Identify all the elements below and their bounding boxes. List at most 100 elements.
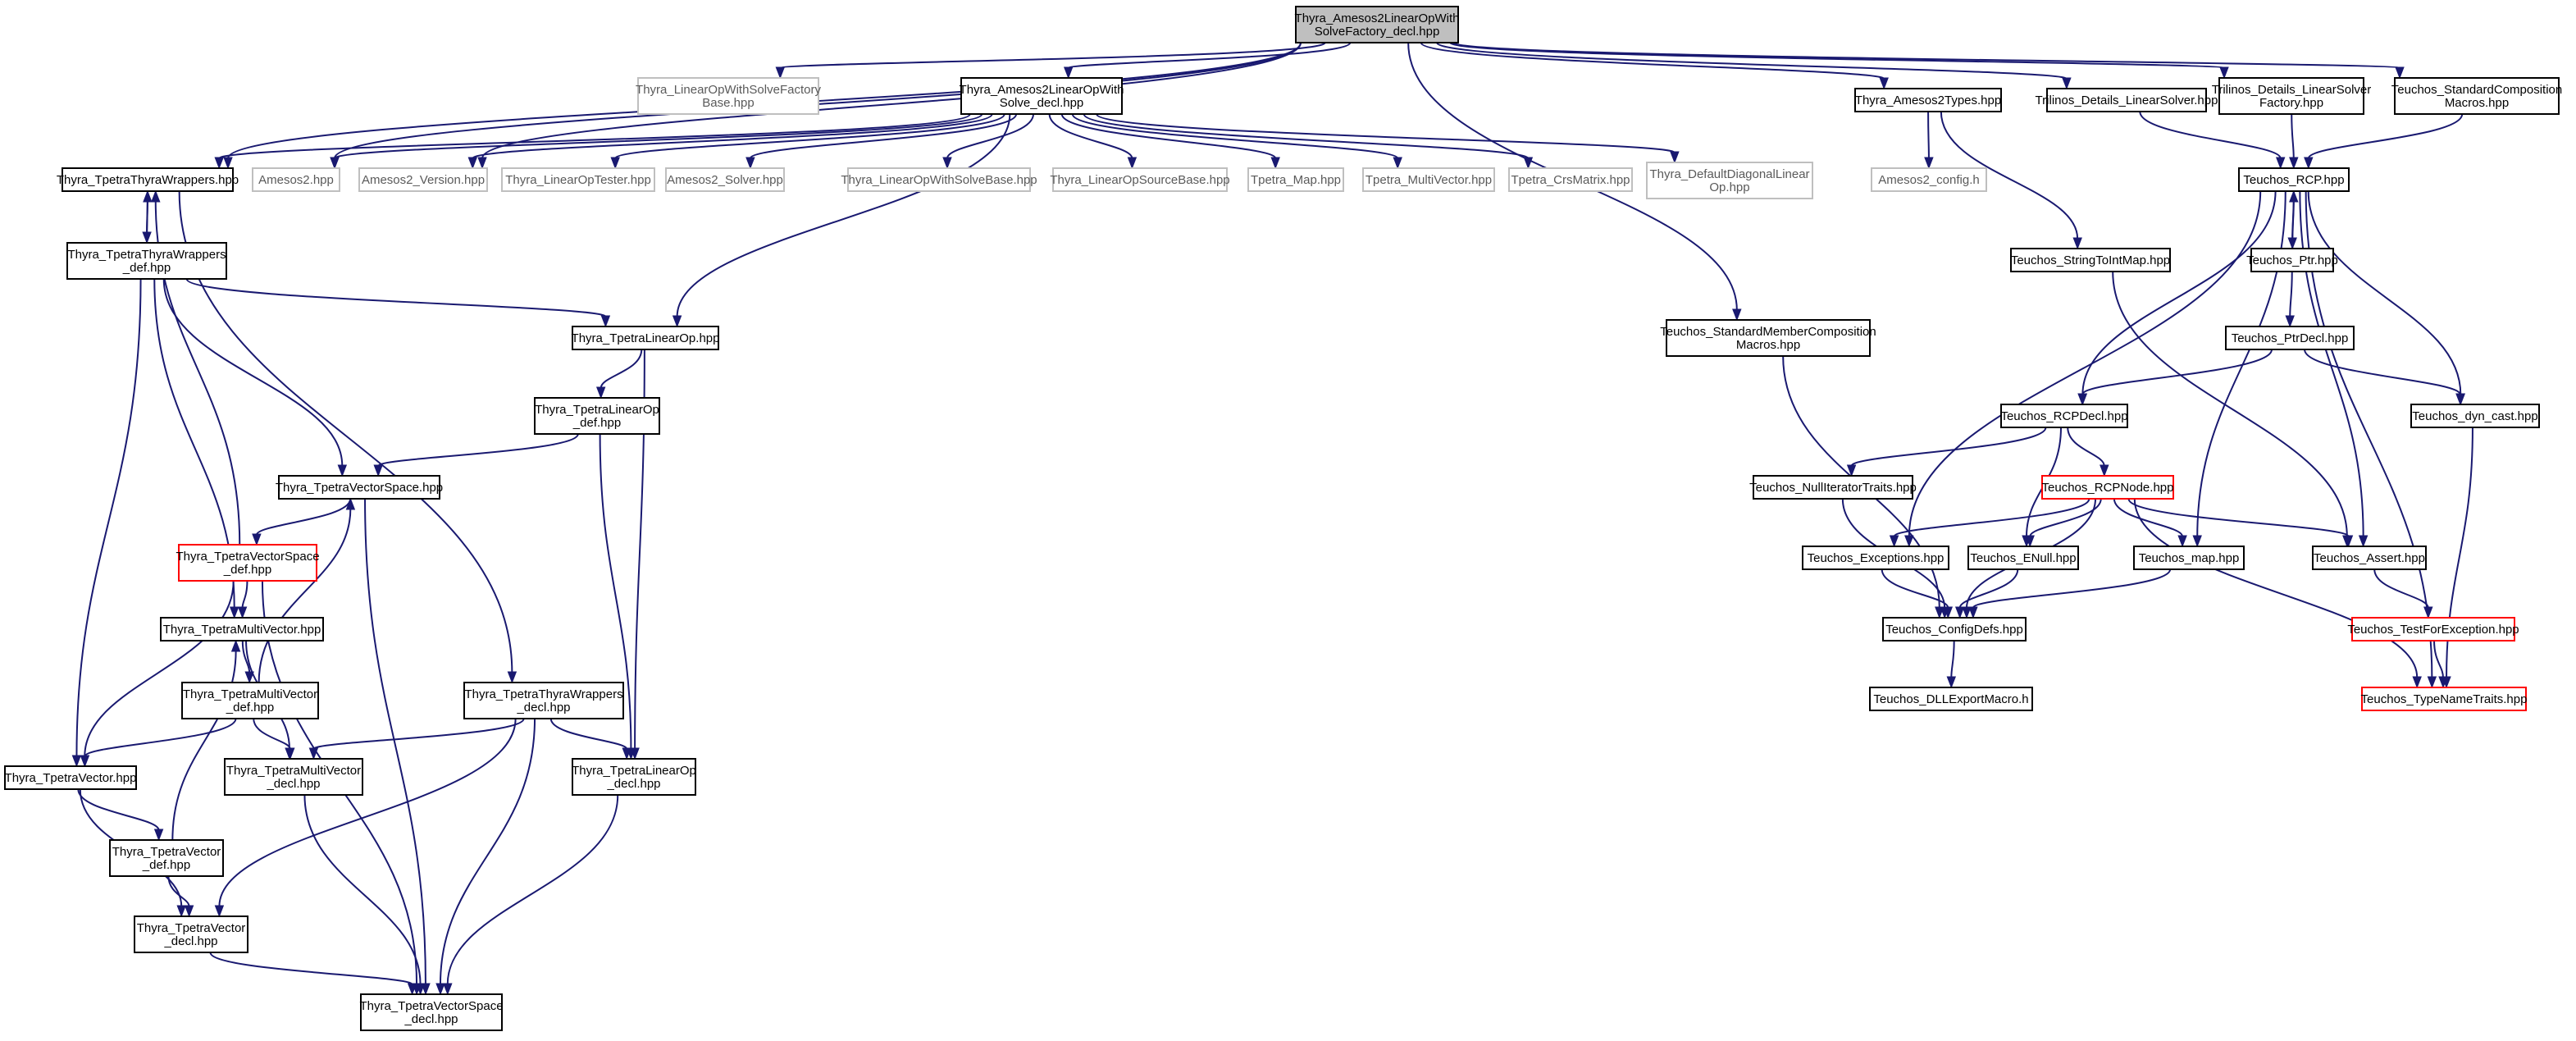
edge-arrowhead [214,905,225,918]
edge-arrowhead [285,747,295,760]
edge-tscm-to-rcp [2307,113,2464,159]
node-thyra-tpetravector-hpp[interactable]: Thyra_TpetraVector.hpp [4,765,137,790]
node-thyra-tpetravector-def-hpp[interactable]: Thyra_TpetraVector_def.hpp [109,839,224,877]
node-teuchos-nulliteratortraits-hpp[interactable]: Teuchos_NullIteratorTraits.hpp [1749,475,1917,500]
node-thyra-tpetravector-decl-hpp[interactable]: Thyra_TpetraVector_decl.hpp [134,915,248,953]
edge-arrowhead [1732,308,1742,322]
node-label: Thyra_TpetraVectorSpace [176,550,319,564]
node-tpetra-multivector-hpp[interactable]: Tpetra_MultiVector.hpp [1362,167,1495,192]
node-box [224,758,363,796]
edge-tlodecl-to-tvsdecl [446,794,619,985]
edge-arrowhead [1904,535,1914,548]
edge-tdls-to-rcp [2139,111,2282,159]
node-thyra-tpetralinearop-hpp[interactable]: Thyra_TpetraLinearOp.hpp [572,326,720,350]
graph-nodes: Thyra_Amesos2LinearOpWithSolveFactory_de… [4,6,2562,1031]
edge-ttwdef-to-tlo [185,278,607,317]
edge-arrowhead [308,747,319,760]
node-teuchos-dllexportmacro-h[interactable]: Teuchos_DLLExportMacro.h [1869,687,2033,711]
edge-rcpdecl-to-nullit [1850,427,2047,467]
edge-rcp-to-exceptions [1908,190,2262,537]
node-teuchos-rcpnode-hpp[interactable]: Teuchos_RCPNode.hpp [2041,475,2174,500]
edge-a2lowsdecl-to-ttw [218,113,971,159]
node-label: Thyra_TpetraThyraWrappers [67,248,226,262]
edge-ptrdecl-to-dyncast [2304,349,2461,395]
node-box [1362,167,1495,192]
edge-arrowhead [143,189,153,203]
node-amesos2-solver-hpp[interactable]: Amesos2_Solver.hpp [665,167,785,192]
node-thyra-tpetramultivector-def-hpp[interactable]: Thyra_TpetraMultiVector_def.hpp [181,682,319,719]
node-teuchos-configdefs-hpp[interactable]: Teuchos_ConfigDefs.hpp [1882,617,2027,641]
node-tpetra-map-hpp[interactable]: Tpetra_Map.hpp [1247,167,1344,192]
edge-tlodef-to-tlodecl [599,433,632,750]
node-label: _def.hpp [142,858,190,872]
node-thyra-tpetralinearop-def-hpp[interactable]: Thyra_TpetraLinearOp_def.hpp [534,397,660,435]
edge-arrowhead [2289,157,2299,170]
node-teuchos-standardmembercompositionmacros-hpp[interactable]: Teuchos_StandardMemberCompositionMacros.… [1660,319,1876,357]
node-teuchos-testforexception-hpp[interactable]: Teuchos_TestForException.hpp [2347,617,2519,641]
node-thyra-tpetramultivector-decl-hpp[interactable]: Thyra_TpetraMultiVector_decl.hpp [224,758,363,796]
edge-arrowhead [2455,393,2465,406]
node-label: _decl.hpp [163,934,217,948]
node-thyra-tpetravectorspace-def-hpp[interactable]: Thyra_TpetraVectorSpace_def.hpp [176,544,320,582]
edge-arrowhead [2395,66,2405,80]
edge-arrowhead [71,755,82,768]
edge-enull-to-configdefs [1958,568,2019,609]
edge-root-to-tdls [1436,42,2068,80]
edge-arrowhead [407,983,417,996]
node-teuchos-rcp-hpp[interactable]: Teuchos_RCP.hpp [2238,167,2350,192]
node-teuchos-typenametraits-hpp[interactable]: Teuchos_TypeNameTraits.hpp [2361,687,2528,711]
node-box [1802,546,1949,570]
node-label: Thyra_LinearOpTester.hpp [505,173,651,187]
node-teuchos-assert-hpp[interactable]: Teuchos_Assert.hpp [2312,546,2427,570]
edge-tmvdef-to-tvs [258,508,352,683]
edge-arrowhead [775,66,786,80]
node-label: Thyra_Amesos2Types.hpp [1855,94,2001,107]
node-thyra-amesos2types-hpp[interactable]: Thyra_Amesos2Types.hpp [1854,88,2002,112]
node-thyra-tpetravectorspace-decl-hpp[interactable]: Thyra_TpetraVectorSpace_decl.hpp [359,993,504,1031]
edge-root-to-amesos2ver [481,42,1302,159]
node-thyra-linearopwithsolvebase-hpp[interactable]: Thyra_LinearOpWithSolveBase.hpp [841,167,1037,192]
node-amesos2-hpp[interactable]: Amesos2.hpp [252,167,340,192]
edge-a2lowsdecl-to-amesos2ver [472,113,993,159]
node-label: Thyra_TpetraVector.hpp [5,771,137,785]
node-thyra-tpetrathyrawrappers-def-hpp[interactable]: Thyra_TpetraThyraWrappers_def.hpp [66,242,227,280]
node-thyra-tpetrathyrawrappers-decl-hpp[interactable]: Thyra_TpetraThyraWrappers_decl.hpp [463,682,624,719]
node-thyra-linearoptester-hpp[interactable]: Thyra_LinearOpTester.hpp [501,167,655,192]
edge-arrowhead [467,157,478,170]
node-box [1882,617,2027,641]
node-box [2010,248,2171,272]
node-label: Teuchos_RCPDecl.hpp [2000,409,2127,423]
node-teuchos-stringtointmap-hpp[interactable]: Teuchos_StringToIntMap.hpp [2010,248,2171,272]
node-teuchos-dyn-cast-hpp[interactable]: Teuchos_dyn_cast.hpp [2410,404,2540,428]
edge-rcp-to-assert [2299,190,2364,537]
edge-tvs-to-tvsdef [255,498,352,536]
node-label: _def.hpp [572,416,621,430]
node-teuchos-enull-hpp[interactable]: Teuchos_ENull.hpp [1967,546,2079,570]
edge-arrowhead [2025,535,2035,548]
node-thyra-linearopsourcebase-hpp[interactable]: Thyra_LinearOpSourceBase.hpp [1050,167,1230,192]
node-thyra-tpetrathyrawrappers-hpp[interactable]: Thyra_TpetraThyraWrappers.hpp [57,167,239,192]
node-box [1666,319,1871,357]
node-thyra-tpetramultivector-hpp[interactable]: Thyra_TpetraMultiVector.hpp [160,617,324,641]
node-teuchos-rcpdecl-hpp[interactable]: Teuchos_RCPDecl.hpp [2000,404,2128,428]
node-teuchos-ptrdecl-hpp[interactable]: Teuchos_PtrDecl.hpp [2225,326,2355,350]
node-teuchos-ptr-hpp[interactable]: Teuchos_Ptr.hpp [2246,248,2338,272]
node-thyra-amesos2linearopwithsolvefactory-decl-hpp[interactable]: Thyra_Amesos2LinearOpWithSolveFactory_de… [1295,6,1460,43]
node-teuchos-exceptions-hpp[interactable]: Teuchos_Exceptions.hpp [1802,546,1949,570]
node-label: Teuchos_Assert.hpp [2314,551,2425,565]
node-amesos2-version-hpp[interactable]: Amesos2_Version.hpp [358,167,488,192]
node-amesos2-config-h[interactable]: Amesos2_config.h [1871,167,1987,192]
edge-assert-to-testforexc [2373,568,2429,609]
node-trilinos-details-linearsolver-hpp[interactable]: Trilinos_Details_LinearSolver.hpp [2036,88,2218,112]
node-thyra-tpetravectorspace-hpp[interactable]: Thyra_TpetraVectorSpace.hpp [276,475,443,500]
edge-a2lowsdecl-to-amesos2 [334,113,983,159]
edge-stringtoint-to-assert [2112,271,2348,537]
node-tpetra-crsmatrix-hpp[interactable]: Tpetra_CrsMatrix.hpp [1508,167,1633,192]
node-teuchos-map-hpp[interactable]: Teuchos_map.hpp [2133,546,2245,570]
node-thyra-tpetralinearop-decl-hpp[interactable]: Thyra_TpetraLinearOp_decl.hpp [572,758,696,796]
